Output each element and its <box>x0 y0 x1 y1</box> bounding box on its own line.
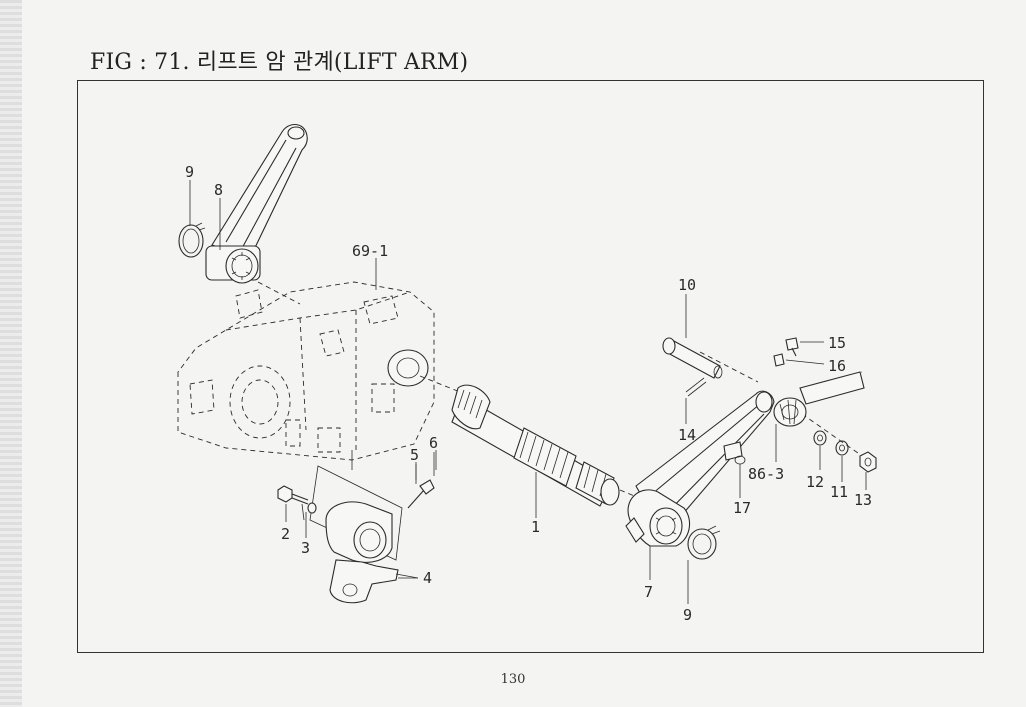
callout-2: 2 <box>281 525 290 543</box>
callout-11: 11 <box>830 483 848 501</box>
binding-edge <box>0 0 22 707</box>
callout-5: 5 <box>410 446 419 464</box>
callout-8: 8 <box>214 181 223 199</box>
page-number: 130 <box>500 672 526 687</box>
lift-pin <box>662 337 723 397</box>
callout-1: 1 <box>531 518 540 536</box>
callout-86-3: 86-3 <box>748 465 784 483</box>
diagram-frame <box>77 80 984 653</box>
transmission-housing <box>177 281 435 470</box>
bolt-16 <box>773 353 785 367</box>
lower-snap-ring <box>687 525 721 560</box>
callout-13: 13 <box>854 491 872 509</box>
nut-13 <box>859 451 877 473</box>
upper-lift-arm <box>205 123 308 284</box>
washer-12 <box>813 430 827 446</box>
callout-7: 7 <box>644 583 653 601</box>
callout-16: 16 <box>828 357 846 375</box>
callout-12: 12 <box>806 473 824 491</box>
callout-labels: 9 8 69-1 10 15 16 14 6 5 2 3 4 1 86-3 12… <box>185 163 872 624</box>
callout-6: 6 <box>429 434 438 452</box>
callout-3: 3 <box>301 539 310 557</box>
pin-and-cotter <box>407 452 435 509</box>
callout-9-bottom: 9 <box>683 606 692 624</box>
leader-lines <box>189 180 867 604</box>
bolt-and-washer <box>277 485 317 521</box>
upper-snap-ring <box>178 222 206 258</box>
lift-arm-shaft <box>451 384 620 507</box>
callout-14: 14 <box>678 426 696 444</box>
right-lift-arm <box>625 390 775 547</box>
lower-lift-arm-bracket <box>309 465 419 604</box>
washer-11 <box>835 440 849 456</box>
callout-69-1: 69-1 <box>352 242 388 260</box>
callout-15: 15 <box>828 334 846 352</box>
callout-17: 17 <box>733 499 751 517</box>
callout-4: 4 <box>423 569 432 587</box>
figure-title: FIG : 71. 리프트 암 관계(LIFT ARM) <box>90 50 469 75</box>
callout-10: 10 <box>678 276 696 294</box>
callout-9-top: 9 <box>185 163 194 181</box>
lift-rod-joint <box>773 371 865 427</box>
bolt-15 <box>785 337 799 357</box>
